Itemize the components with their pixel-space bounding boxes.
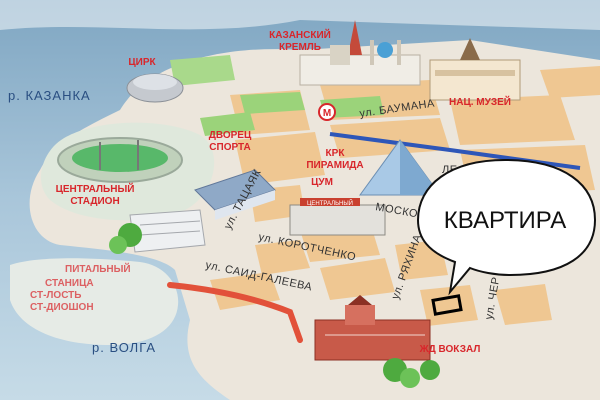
river-kazanka-label: р. КАЗАНКА bbox=[8, 88, 91, 103]
apartment-marker-icon bbox=[431, 294, 463, 316]
kremlin-label-line2: КРЕМЛЬ bbox=[279, 42, 321, 53]
walking-route bbox=[167, 282, 303, 343]
stadium-label-line1: ЦЕНТРАЛЬНЫЙ bbox=[56, 182, 135, 195]
stadium bbox=[57, 137, 183, 183]
apartment-callout: КВАРТИРА bbox=[416, 158, 597, 296]
circus bbox=[126, 73, 184, 103]
pyramid bbox=[359, 139, 441, 196]
south-land bbox=[10, 258, 179, 345]
pyramid-label-line1: КРК bbox=[326, 148, 346, 159]
pyramid-label-line2: ПИРАМИДА bbox=[306, 160, 363, 171]
railway-station bbox=[314, 295, 431, 361]
blurred-labels: ПИТАЛЬНЫЙ СТАНИЦА СТ-ЛОСТЬ СТ-ДИОШОН bbox=[30, 262, 131, 313]
stadium-label-line2: СТАДИОН bbox=[70, 196, 119, 207]
tsum-building: ЦЕНТРАЛЬНЫЙ bbox=[289, 198, 386, 236]
metro-marker: М bbox=[318, 103, 336, 121]
callout-text: КВАРТИРА bbox=[444, 207, 566, 234]
national-museum bbox=[429, 38, 521, 101]
museum-label: НАЦ. МУЗЕЙ bbox=[449, 95, 511, 108]
trees bbox=[109, 223, 440, 388]
sport-palace-label-line1: ДВОРЕЦ bbox=[209, 130, 252, 141]
kremlin bbox=[299, 20, 421, 86]
circus-label: ЦИРК bbox=[128, 57, 156, 68]
blurred-line-4: СТ-ДИОШОН bbox=[30, 302, 94, 313]
blurred-line-2: СТАНИЦА bbox=[45, 278, 94, 289]
blurred-line-3: СТ-ЛОСТЬ bbox=[30, 290, 81, 301]
tsum-label: ЦУМ bbox=[311, 177, 333, 188]
sport-palace-label-line2: СПОРТА bbox=[209, 142, 250, 153]
kremlin-label-line1: КАЗАНСКИЙ bbox=[269, 28, 331, 41]
university-buildings bbox=[129, 209, 206, 253]
tsum-sign: ЦЕНТРАЛЬНЫЙ bbox=[307, 199, 353, 207]
parks bbox=[170, 55, 384, 136]
river-volga-label: р. ВОЛГА bbox=[92, 340, 156, 355]
blurred-line-1: ПИТАЛЬНЫЙ bbox=[65, 262, 131, 275]
sport-palace bbox=[194, 169, 276, 220]
metro-icon: М bbox=[323, 108, 331, 119]
sky-haze bbox=[0, 0, 600, 30]
railway-station-label: ЖД ВОКЗАЛ bbox=[419, 344, 481, 355]
